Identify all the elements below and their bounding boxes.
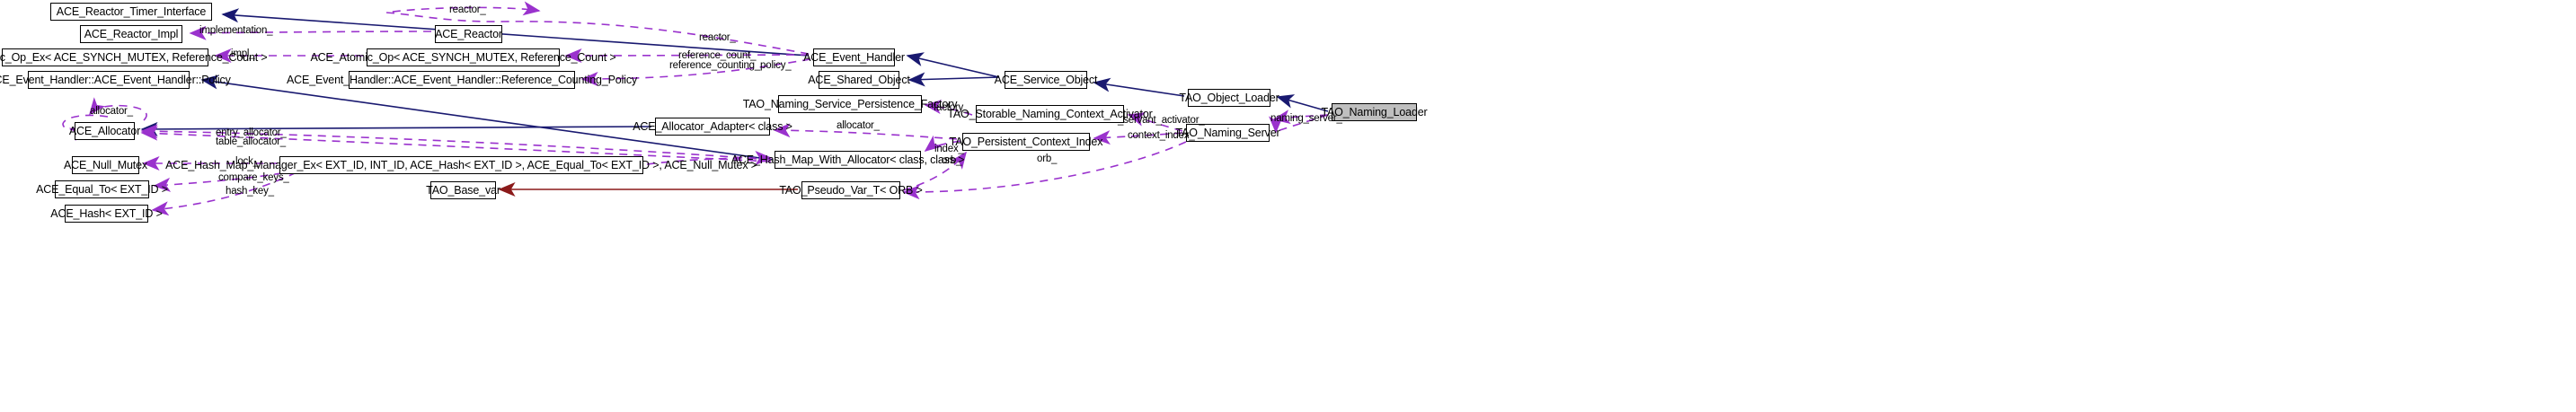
node-tao-storable-naming-context-activator[interactable]: TAO_Storable_Naming_Context_Activator (947, 105, 1153, 123)
node-label: TAO_Pseudo_Var_T< ORB > (779, 183, 923, 197)
node-label: ACE_Reactor (435, 27, 502, 40)
edge-label-lock: lock_ (235, 156, 259, 167)
node-ace-hash-ext-id[interactable]: ACE_Hash< EXT_ID > (50, 205, 163, 223)
node-label: ACE_Shared_Object (808, 73, 910, 86)
edge-label-context-index: context_index_ (1128, 130, 1195, 141)
edge-label-compare-keys: compare_keys_ (218, 172, 289, 183)
node-ace-atomic-op[interactable]: ACE_Atomic_Op< ACE_SYNCH_MUTEX, Referenc… (310, 48, 616, 66)
node-ace-event-handler-reference-counting-policy[interactable]: ACE_Event_Handler::ACE_Event_Handler::Re… (287, 71, 637, 89)
node-label: ACE_Hash< EXT_ID > (50, 206, 163, 220)
node-ace-allocator[interactable]: ACE_Allocator (69, 122, 140, 140)
node-label: TAO_Object_Loader (1179, 91, 1279, 104)
edge-label-factory: factory_ (934, 102, 969, 113)
node-label: TAO_Naming_Server (1175, 126, 1280, 139)
node-label: TAO_Storable_Naming_Context_Activator (947, 107, 1153, 120)
node-label: ACE_Reactor_Impl (84, 27, 179, 40)
node-label: TAO_Naming_Loader (1321, 105, 1428, 118)
edge-label-servant-activator: _servant_activator_ (1118, 115, 1205, 126)
node-tao-naming-service-persistence-factory[interactable]: TAO_Naming_Service_Persistence_Factory (743, 95, 957, 113)
node-label: TAO_Persistent_Context_Index (949, 135, 1103, 148)
node-tao-naming-server[interactable]: TAO_Naming_Server (1176, 124, 1280, 142)
node-ace-atomic-op-ex[interactable]: ACE_Atomic_Op_Ex< ACE_SYNCH_MUTEX, Refer… (0, 48, 268, 66)
node-label: ACE_Hash_Map_Manager_Ex< EXT_ID, INT_ID,… (165, 158, 757, 171)
node-tao-object-loader[interactable]: TAO_Object_Loader (1179, 89, 1279, 107)
node-label: ACE_Event_Handler::ACE_Event_Handler::Re… (286, 73, 638, 86)
node-label: ACE_Atomic_Op< ACE_SYNCH_MUTEX, Referenc… (310, 50, 616, 64)
node-ace-reactor[interactable]: ACE_Reactor (435, 25, 502, 43)
edge-label-orb-left: orb_ (942, 155, 962, 166)
node-tao-naming-loader[interactable]: TAO_Naming_Loader (1321, 103, 1428, 121)
node-tao-persistent-context-index[interactable]: TAO_Persistent_Context_Index (950, 133, 1102, 151)
node-label: ACE_Event_Handler (803, 50, 905, 64)
edge-label-naming-server: naming_server_ (1270, 113, 1342, 124)
node-ace-event-handler[interactable]: ACE_Event_Handler (803, 48, 905, 66)
node-ace-hash-map-manager-ex[interactable]: ACE_Hash_Map_Manager_Ex< EXT_ID, INT_ID,… (165, 156, 757, 174)
node-ace-service-object[interactable]: ACE_Service_Object (995, 71, 1098, 89)
node-tao-base-var[interactable]: TAO_Base_var (426, 181, 500, 199)
edge-label-impl: impl_ (231, 48, 255, 59)
edge-label-table-allocator: table_allocator_ (216, 136, 286, 147)
edge-label-reactor-right: reactor_ (699, 32, 736, 43)
node-ace-equal-to-ext-id[interactable]: ACE_Equal_To< EXT_ID > (36, 180, 168, 198)
node-ace-reactor-impl[interactable]: ACE_Reactor_Impl (80, 25, 182, 43)
node-label: ACE_Reactor_Timer_Interface (56, 4, 207, 18)
node-ace-hash-map-with-allocator[interactable]: ACE_Hash_Map_With_Allocator< class, clas… (731, 151, 964, 169)
edge-label-index: index_ (934, 144, 964, 154)
node-label: ACE_Service_Object (994, 73, 1098, 86)
node-tao-pseudo-var-t-orb[interactable]: TAO_Pseudo_Var_T< ORB > (779, 181, 923, 199)
edge-label-allocator-top: allocator_ (90, 106, 133, 117)
node-label: ACE_Atomic_Op_Ex< ACE_SYNCH_MUTEX, Refer… (0, 50, 268, 64)
node-label: ACE_Event_Handler::ACE_Event_Handler::Po… (0, 73, 231, 86)
edge-label-orb-right: orb_ (1037, 153, 1058, 164)
node-label: ACE_Hash_Map_With_Allocator< class, clas… (730, 153, 965, 166)
edge-label-reference-counting-policy: reference_counting_policy_ (669, 60, 792, 71)
node-label: ACE_Null_Mutex (63, 158, 148, 171)
node-ace-null-mutex[interactable]: ACE_Null_Mutex (64, 156, 147, 174)
node-label: ACE_Allocator (68, 124, 141, 137)
edge-label-entry-allocator: entry_allocator_ (216, 127, 287, 138)
node-ace-reactor-timer-interface[interactable]: ACE_Reactor_Timer_Interface (50, 3, 212, 21)
edge-label-allocator-mid: allocator_ (837, 120, 880, 131)
node-label: ACE_Equal_To< EXT_ID > (36, 182, 168, 196)
node-ace-allocator-adapter[interactable]: ACE_Allocator_Adapter< class > (633, 118, 792, 136)
node-ace-shared-object[interactable]: ACE_Shared_Object (808, 71, 910, 89)
edge-label-reference-count: reference_count_ (678, 50, 757, 61)
edge-label-reactor-top: reactor_ (449, 4, 486, 15)
node-label: TAO_Base_var (426, 183, 500, 197)
node-label: ACE_Allocator_Adapter< class > (633, 119, 792, 133)
edge-label-implementation: implementation_ (199, 25, 273, 36)
node-ace-event-handler-policy[interactable]: ACE_Event_Handler::ACE_Event_Handler::Po… (0, 71, 231, 89)
node-label: TAO_Naming_Service_Persistence_Factory (742, 97, 958, 110)
edge-label-hash-key: hash_key_ (226, 186, 274, 197)
